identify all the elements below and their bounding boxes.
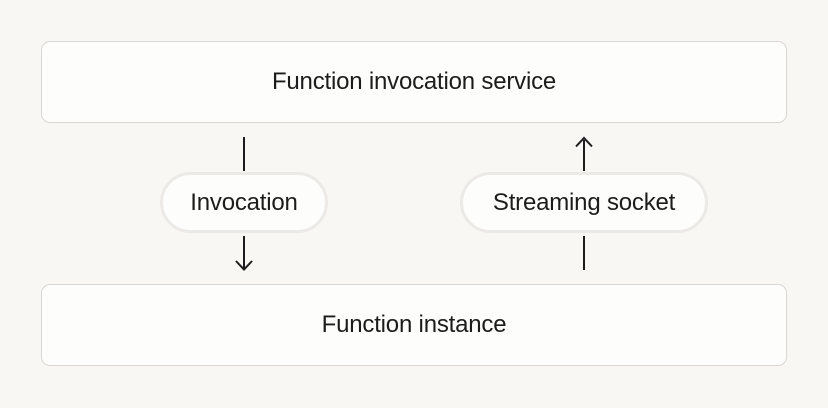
edge-label-invocation-text: Invocation (190, 188, 298, 216)
edge-label-streaming-socket-text: Streaming socket (492, 188, 676, 216)
arrow-up-icon (575, 136, 593, 148)
edge-label-invocation: Invocation (160, 172, 328, 233)
node-function-invocation-service-label: Function invocation service (271, 68, 557, 95)
edge-label-streaming-socket: Streaming socket (460, 172, 708, 233)
node-function-instance-label: Function instance (321, 311, 507, 338)
node-function-invocation-service: Function invocation service (41, 41, 787, 123)
node-function-instance: Function instance (41, 284, 787, 366)
arrow-down-icon (235, 260, 253, 271)
